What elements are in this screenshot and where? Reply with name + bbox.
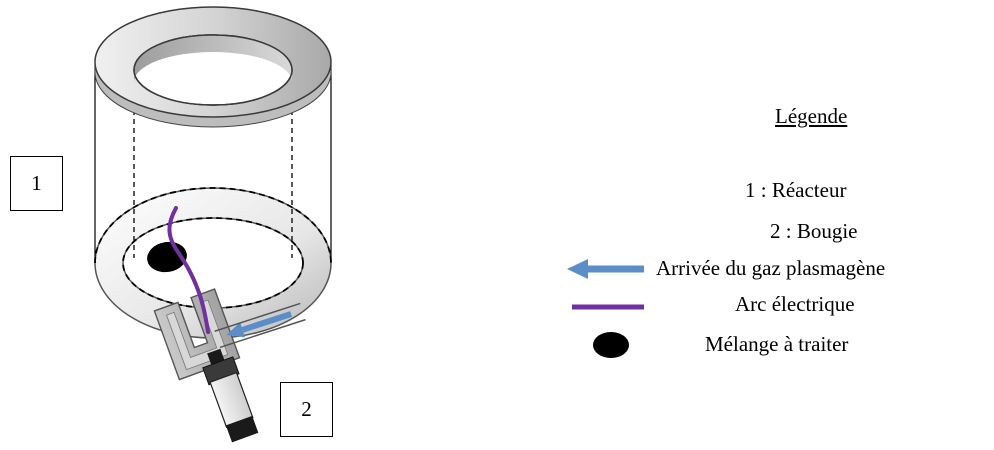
legend-title: Légende bbox=[775, 104, 848, 128]
reactor-bottom-ring bbox=[94, 187, 332, 339]
legend-item-reactor: 1 : Réacteur bbox=[745, 178, 847, 202]
legend-mixture-icon bbox=[593, 332, 629, 358]
spark-plug-assembly bbox=[153, 288, 259, 443]
label-box-1: 1 bbox=[10, 156, 63, 211]
label-box-1-text: 1 bbox=[31, 171, 42, 195]
legend-item-gas-inlet: Arrivée du gaz plasmagène bbox=[656, 256, 886, 280]
legend-item-spark-plug: 2 : Bougie bbox=[770, 219, 858, 243]
legend-gas-arrow-icon bbox=[567, 259, 644, 279]
electric-arc bbox=[167, 206, 210, 334]
gas-inlet-arrow bbox=[214, 302, 306, 349]
reactor-top-ring bbox=[94, 6, 332, 128]
label-box-2-text: 2 bbox=[301, 397, 312, 421]
legend-item-electric-arc: Arc électrique bbox=[735, 292, 855, 316]
reactor-walls bbox=[94, 65, 332, 263]
legend-item-mixture: Mélange à traiter bbox=[705, 332, 849, 356]
label-box-2: 2 bbox=[280, 382, 333, 437]
